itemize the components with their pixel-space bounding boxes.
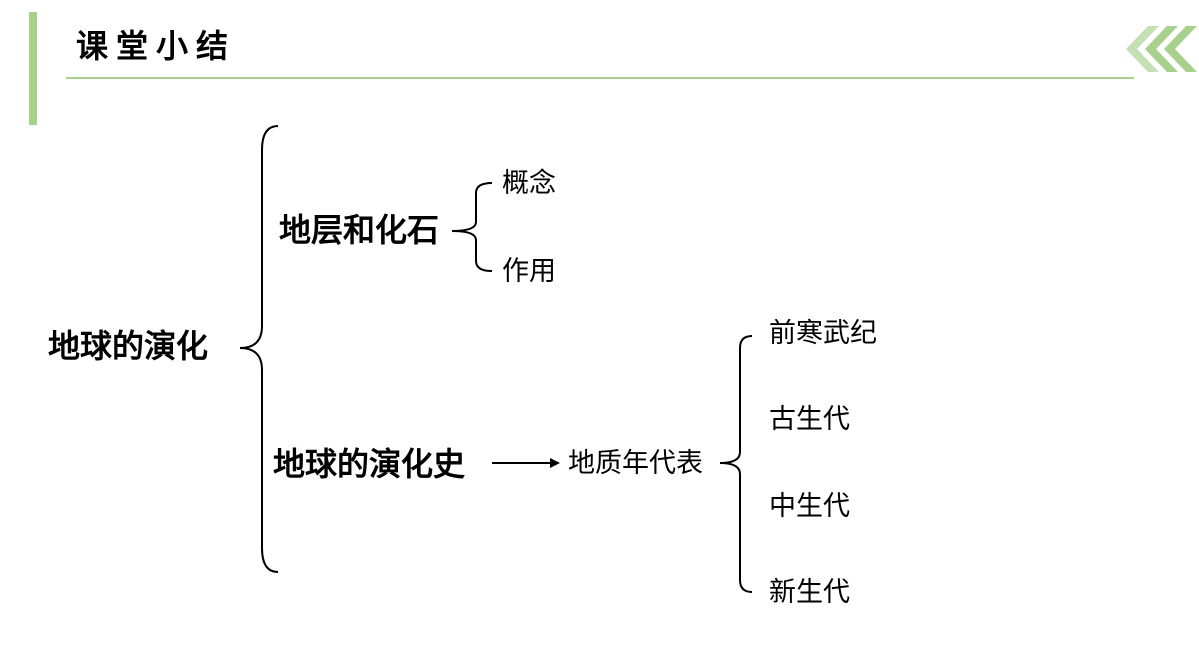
era-brace bbox=[719, 335, 753, 593]
root-brace bbox=[239, 125, 279, 573]
leaf-concept: 概念 bbox=[502, 168, 556, 199]
geologic-time-scale-node: 地质年代表 bbox=[568, 448, 703, 479]
page-title: 课堂小结 bbox=[76, 27, 237, 65]
era-precambrian: 前寒武纪 bbox=[769, 318, 877, 349]
arrow-head bbox=[550, 458, 560, 468]
triple-chevron-left-icon bbox=[1126, 26, 1197, 72]
branch-history-node: 地球的演化史 bbox=[273, 445, 466, 483]
branch-strata-node: 地层和化石 bbox=[279, 211, 440, 249]
leaf-function: 作用 bbox=[502, 256, 556, 287]
era-paleozoic: 古生代 bbox=[769, 404, 850, 435]
header-divider bbox=[66, 77, 1134, 79]
era-mesozoic: 中生代 bbox=[769, 491, 850, 522]
root-node: 地球的演化 bbox=[48, 327, 209, 365]
strata-brace bbox=[451, 182, 493, 272]
era-cenozoic: 新生代 bbox=[769, 577, 850, 608]
header-accent-bar bbox=[29, 12, 37, 125]
